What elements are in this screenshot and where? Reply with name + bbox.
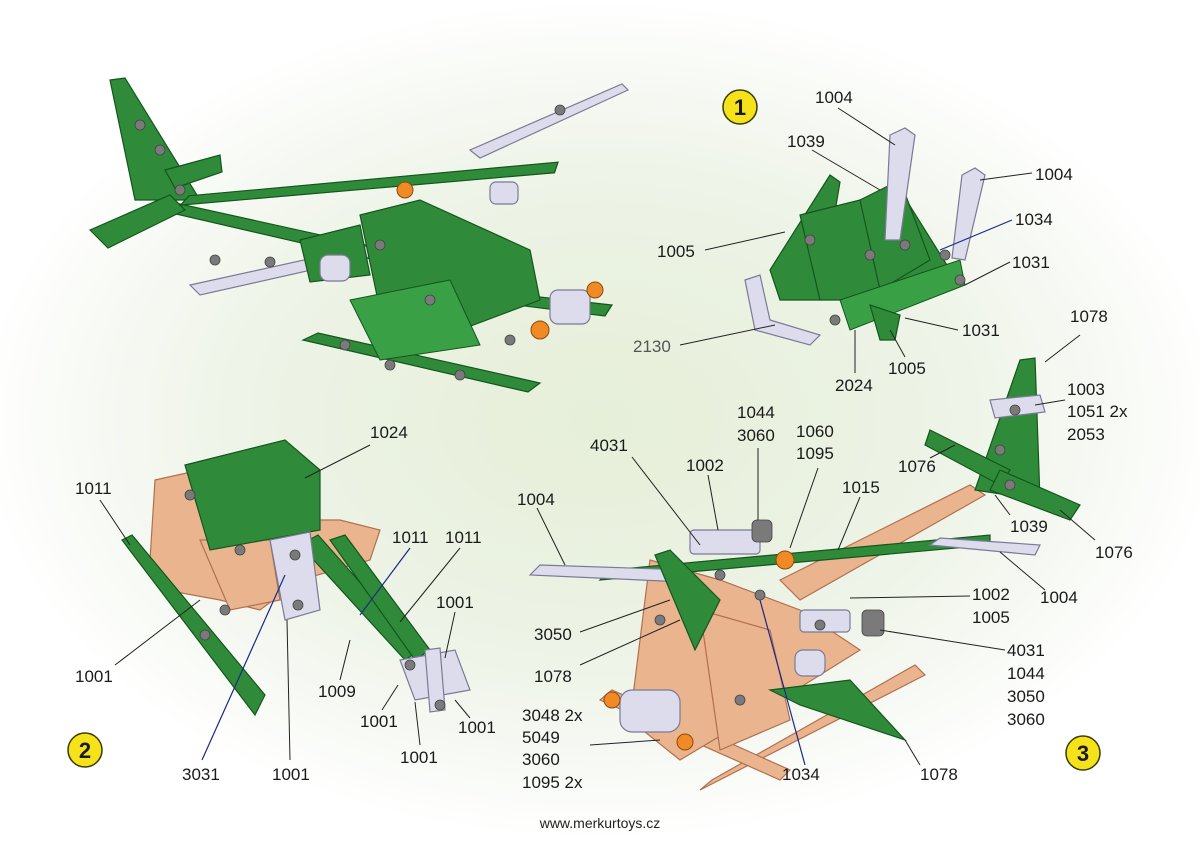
part-label: 3060 [522,750,560,769]
part-label: 1095 2x [522,773,583,792]
part-label: 3050 [534,625,572,644]
part-label: 1044 [737,403,775,422]
part-label: 1078 [1070,307,1108,326]
part-label: 1034 [782,765,820,784]
part-label: 2053 [1067,425,1105,444]
part-label: 1009 [318,682,356,701]
part-label: 1005 [888,359,926,378]
part-label: 1095 [796,444,834,463]
part-label: 1031 [1012,253,1050,272]
part-label: 1001 [272,765,310,784]
step-1-labels: 1004 1039 1004 1034 1005 1031 1031 2130 … [633,88,1073,395]
step-2-leaders [99,444,471,761]
part-label: 1024 [370,423,408,442]
part-label: 1011 [392,528,429,547]
step-3-leaders [536,334,1096,766]
part-label: 2130 [633,337,671,356]
part-label: 1005 [657,242,695,261]
part-label: 1001 [360,712,398,731]
part-label: 3060 [1007,710,1045,729]
part-label: 1004 [1040,588,1078,607]
part-label: 1076 [898,457,936,476]
part-label: 1015 [842,478,880,497]
part-label: 1031 [962,321,1000,340]
svg-text:3: 3 [1077,741,1089,766]
part-label: 1005 [972,608,1010,627]
part-label: 1001 [75,667,113,686]
step-1-badge: 1 [722,89,758,125]
step-1-leaders [679,107,1033,373]
step-1-assembly [744,127,986,346]
part-label: 1003 [1067,380,1105,399]
part-label: 1034 [1015,210,1053,229]
step-2-labels: 1024 1011 1011 1011 1001 1001 1009 1001 … [75,423,496,784]
part-label: 1001 [458,718,496,737]
part-label: 1001 [436,593,474,612]
step-3-badge: 3 [1065,735,1101,771]
part-label: 1004 [815,88,853,107]
part-label: 1078 [534,667,572,686]
part-label: 2024 [835,376,873,395]
step-3-labels: 1078 1003 1051 2x 2053 1076 1076 1039 10… [517,307,1133,792]
part-label: 1001 [400,748,438,767]
part-label: 1002 [972,585,1010,604]
part-label: 1039 [787,132,825,151]
part-label: 1051 2x [1067,402,1128,421]
part-label: 3048 2x [522,706,583,725]
part-label: 1004 [1035,165,1073,184]
part-label: 1078 [920,765,958,784]
part-label: 1076 [1095,543,1133,562]
part-label: 1060 [796,422,834,441]
part-label: 1039 [1010,517,1048,536]
part-label: 1011 [445,528,482,547]
part-label: 4031 [1007,641,1045,660]
step-2-assembly [121,439,471,717]
svg-text:2: 2 [79,738,91,763]
part-label: 4031 [590,436,628,455]
step-3-assembly [528,357,1081,791]
step-2-badge: 2 [67,732,103,768]
part-label: 1004 [517,490,555,509]
part-label: 1044 [1007,664,1045,683]
part-label: 1002 [686,456,724,475]
finished-helicopter-model [88,77,630,393]
part-label: 1011 [75,479,112,498]
svg-text:1: 1 [734,95,746,120]
part-label: 3060 [737,426,775,445]
part-label: 3050 [1007,687,1045,706]
part-label: 3031 [182,765,220,784]
website-url[interactable]: www.merkurtoys.cz [539,815,661,831]
part-label: 5049 [522,728,560,747]
